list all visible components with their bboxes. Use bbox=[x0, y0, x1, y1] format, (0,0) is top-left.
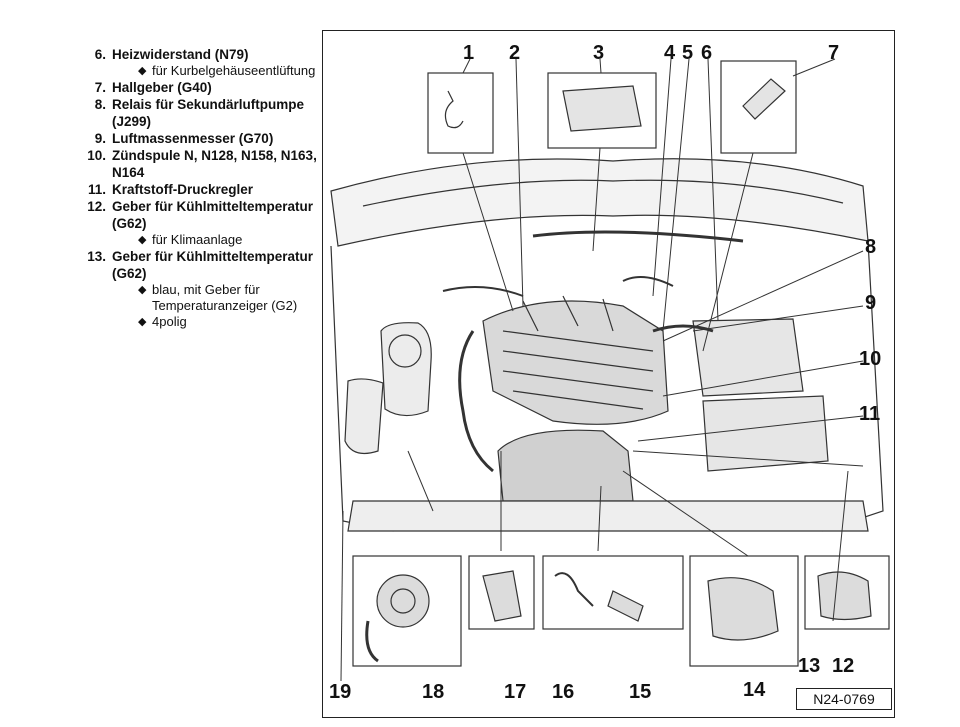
callout-number: 3 bbox=[593, 42, 605, 64]
callout-number: 5 bbox=[682, 42, 694, 64]
legend-label: Geber für Kühlmitteltemperatur (G62) bbox=[112, 199, 314, 231]
callout-number: 18 bbox=[422, 681, 445, 703]
diamond-bullet-icon: ◆ bbox=[138, 284, 147, 296]
legend-item: 9. Luftmassenmesser (G70) bbox=[70, 130, 322, 147]
legend-number: 11. bbox=[87, 182, 106, 197]
legend-label: Geber für Kühlmitteltemperatur (G62) bbox=[112, 249, 314, 281]
legend-item: 7. Hallgeber (G40) bbox=[70, 79, 322, 96]
engine-bay-diagram: 1 2 3 4 5 6 7 8 9 10 11 12 13 14 15 16 1… bbox=[322, 30, 895, 718]
legend-item: 8. Relais für Sekundärluftpumpe (J299) bbox=[70, 96, 322, 130]
callout-number: 15 bbox=[629, 681, 652, 703]
legend-label: Kraftstoff-Druckregler bbox=[112, 182, 254, 197]
legend-sublabel: für Klimaanlage bbox=[152, 232, 243, 247]
legend-number: 9. bbox=[94, 131, 106, 146]
diamond-bullet-icon: ◆ bbox=[138, 65, 147, 77]
callout-number: 13 bbox=[798, 655, 821, 677]
component-legend: 6. Heizwiderstand (N79) ◆ für Kurbelgehäus… bbox=[70, 46, 322, 330]
legend-number: 13. bbox=[87, 249, 106, 264]
engine-illustration bbox=[330, 58, 890, 682]
legend-item: 10. Zündspule N, N128, N158, N163, N164 bbox=[70, 147, 322, 181]
callout-number: 7 bbox=[828, 42, 840, 64]
legend-number: 12. bbox=[87, 199, 106, 214]
callout-number: 17 bbox=[504, 681, 527, 703]
legend-item: 13.Geber für Kühlmitteltemperatur (G62) … bbox=[70, 248, 322, 330]
legend-item: 6. Heizwiderstand (N79) ◆ für Kurbelgehäus… bbox=[70, 46, 322, 79]
callout-number: 14 bbox=[743, 679, 766, 701]
legend-label: Zündspule N, N128, N158, N163, N164 bbox=[112, 148, 317, 180]
legend-number: 10. bbox=[87, 148, 106, 163]
callout-number: 11 bbox=[859, 403, 881, 425]
legend-item: 12.Geber für Kühlmitteltemperatur (G62) … bbox=[70, 198, 322, 248]
legend-number: 7. bbox=[94, 80, 106, 95]
legend-sublabel: blau, mit Geber für Temperaturanzeiger (… bbox=[152, 282, 298, 313]
legend-label: Hallgeber (G40) bbox=[112, 80, 212, 95]
legend-number: 8. bbox=[94, 97, 106, 112]
callout-number: 6 bbox=[701, 42, 713, 64]
legend-label: Relais für Sekundärluftpumpe (J299) bbox=[112, 97, 305, 129]
callout-number: 12 bbox=[832, 655, 855, 677]
callout-number: 19 bbox=[329, 681, 352, 703]
legend-label: Heizwiderstand (N79) bbox=[112, 47, 249, 62]
legend-label: Luftmassenmesser (G70) bbox=[112, 131, 274, 146]
diamond-bullet-icon: ◆ bbox=[138, 316, 147, 328]
legend-number: 6. bbox=[94, 47, 106, 62]
callout-number: 8 bbox=[865, 236, 877, 258]
diamond-bullet-icon: ◆ bbox=[138, 234, 147, 246]
legend-item: 11. Kraftstoff-Druckregler bbox=[70, 181, 322, 198]
figure-code: N24-0769 bbox=[796, 688, 892, 710]
callout-number: 4 bbox=[664, 42, 676, 64]
callout-number: 16 bbox=[552, 681, 575, 703]
callout-number: 9 bbox=[865, 292, 877, 314]
callout-number: 2 bbox=[509, 42, 521, 64]
callout-number: 1 bbox=[463, 42, 475, 64]
legend-sublabel: für Kurbelgehäuseentlüftung bbox=[152, 63, 316, 78]
legend-sublabel: 4polig bbox=[152, 314, 187, 329]
callout-number: 10 bbox=[859, 348, 882, 370]
